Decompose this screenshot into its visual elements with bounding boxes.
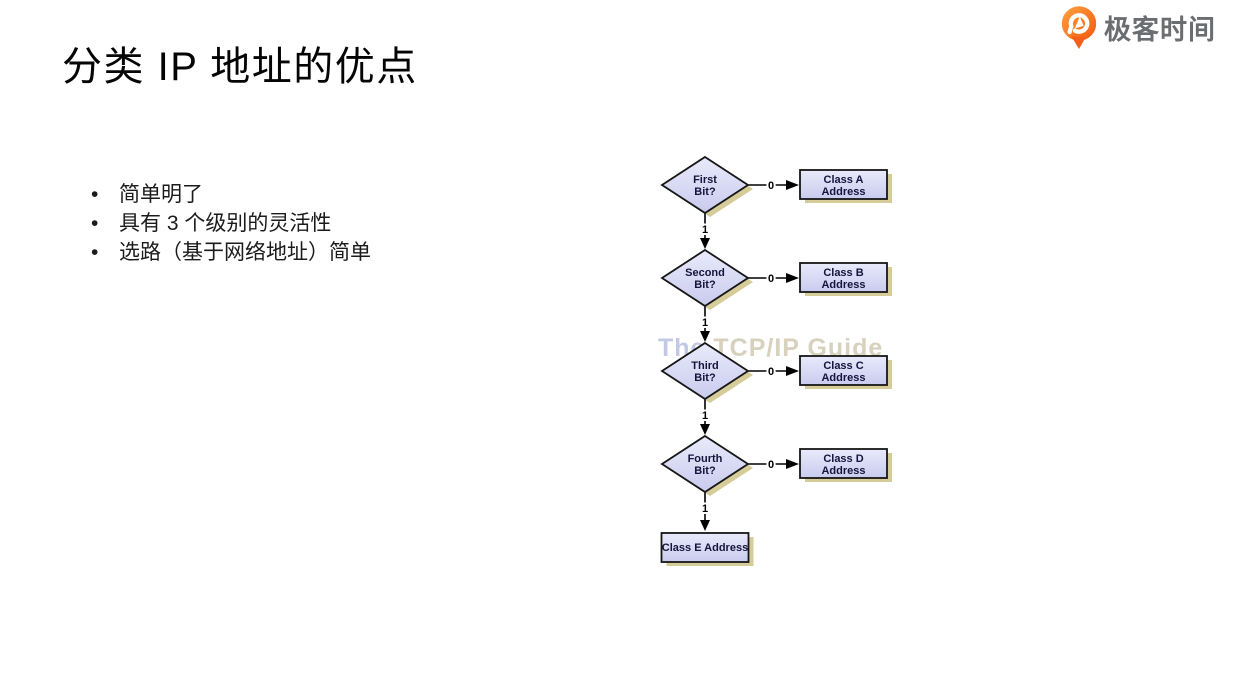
target-box — [799, 262, 888, 293]
bullet-item: • 具有 3 个级别的灵活性 — [88, 209, 371, 238]
arrowhead-right — [786, 366, 799, 376]
decision-label: Bit? — [694, 279, 716, 291]
target-label: Class A — [824, 174, 864, 186]
edge-label-zero: 0 — [768, 273, 774, 285]
final-box — [660, 532, 750, 563]
target-label: Address — [821, 372, 865, 384]
edge-label-zero: 0 — [768, 366, 774, 378]
edge-label-zero: 0 — [768, 459, 774, 471]
decision-label: Fourth — [688, 453, 723, 465]
target-label: Address — [821, 465, 865, 477]
target-label: Address — [821, 279, 865, 291]
arrowhead-right — [786, 180, 799, 190]
target-label: Class D — [823, 453, 863, 465]
brand-logo: 极客时间 — [1059, 5, 1216, 49]
geektime-logo-icon — [1061, 5, 1097, 49]
bullet-dot: • — [91, 183, 99, 206]
target-label: Class C — [823, 360, 863, 372]
target-label: Class B — [823, 267, 863, 279]
page-title: 分类 IP 地址的优点 — [62, 45, 418, 89]
decision-label: Second — [685, 267, 725, 279]
edge-label-one: 1 — [702, 410, 708, 422]
edge-label-one: 1 — [702, 317, 708, 329]
arrowhead-down — [700, 424, 710, 435]
bullet-text: 简单明了 — [119, 183, 203, 206]
bullet-item: • 简单明了 — [88, 180, 371, 209]
bullet-text: 选路（基于网络地址）简单 — [119, 241, 371, 264]
decision-label: Bit? — [694, 186, 716, 198]
decision-diamond — [660, 248, 750, 308]
target-label: Address — [821, 186, 865, 198]
brand-name: 极客时间 — [1104, 14, 1216, 45]
edge-label-one: 1 — [702, 503, 708, 515]
final-label: Class E Address — [662, 542, 748, 554]
bullet-list: • 简单明了 • 具有 3 个级别的灵活性 • 选路（基于网络地址）简单 — [88, 180, 371, 267]
decision-label: First — [693, 174, 717, 186]
decision-label: Third — [691, 360, 719, 372]
target-box — [799, 355, 888, 386]
bullet-item: • 选路（基于网络地址）简单 — [88, 238, 371, 267]
decision-label: Bit? — [694, 372, 716, 384]
arrowhead-down — [700, 238, 710, 249]
decision-diamond — [660, 434, 750, 494]
target-box — [799, 169, 888, 200]
edge-label-zero: 0 — [768, 180, 774, 192]
bullet-dot: • — [91, 241, 99, 264]
decision-label: Bit? — [694, 465, 716, 477]
edge-label-one: 1 — [702, 224, 708, 236]
target-box — [799, 448, 888, 479]
decision-diamond — [660, 341, 750, 401]
bullet-dot: • — [91, 212, 99, 235]
arrowhead-right — [786, 459, 799, 469]
decision-diamond — [660, 155, 750, 215]
arrowhead-down — [700, 331, 710, 342]
bullet-text: 具有 3 个级别的灵活性 — [119, 212, 332, 235]
arrowhead-down — [700, 520, 710, 531]
arrowhead-right — [786, 273, 799, 283]
